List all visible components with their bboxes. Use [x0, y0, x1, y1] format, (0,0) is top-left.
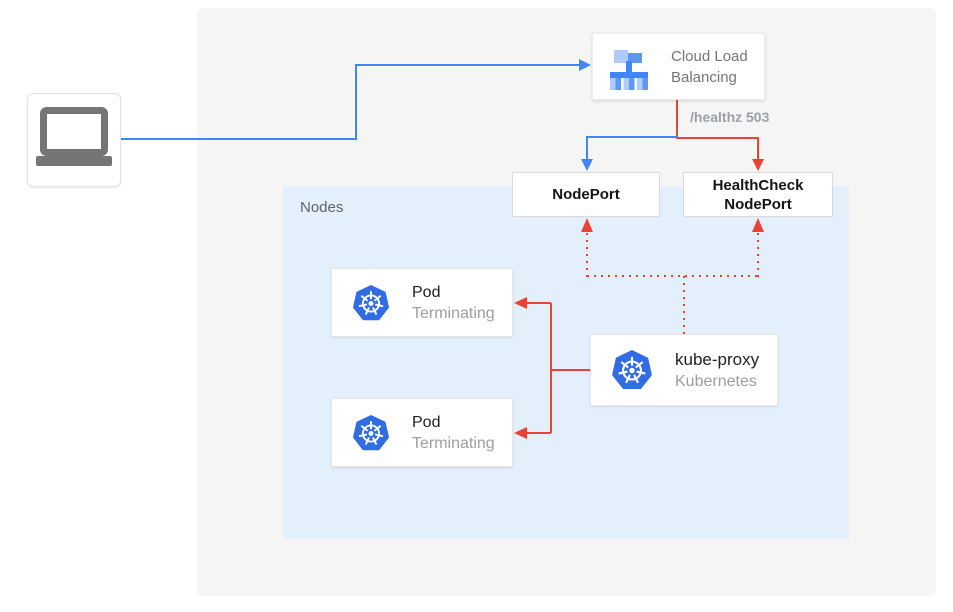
cloud-load-balancing-node: Cloud Load Balancing — [592, 33, 765, 100]
arrowhead-dotted-to-healthcheck-nodeport — [752, 218, 764, 232]
connector-loadbalancer-to-healthcheck-nodeport — [676, 100, 759, 160]
nodeport-node: NodePort — [512, 172, 660, 217]
pod-1-title: Pod — [412, 283, 441, 301]
kubernetes-icon — [352, 284, 390, 320]
pod-node-1: Pod Terminating — [331, 268, 513, 337]
client-node — [27, 93, 121, 187]
arrowhead-to-nodeport — [581, 159, 593, 171]
kubernetes-icon — [612, 350, 652, 390]
pod-2-title: Pod — [412, 413, 441, 431]
nodeport-label: NodePort — [552, 186, 620, 203]
laptop-icon — [36, 107, 112, 166]
arrowhead-to-healthcheck-nodeport — [752, 159, 764, 171]
healthz-status-label: /healthz 503 — [690, 109, 770, 125]
cloud-load-balancing-label: Cloud Load Balancing — [671, 47, 748, 86]
healthcheck-nodeport-node: HealthCheck NodePort — [683, 172, 833, 217]
kube-proxy-node: kube-proxy Kubernetes — [590, 334, 778, 406]
arrowhead-client-to-loadbalancer — [579, 59, 591, 71]
cloud-load-balancing-icon — [610, 49, 648, 90]
kubernetes-icon — [352, 414, 390, 450]
connector-kubeproxy-to-pods — [526, 302, 590, 434]
pod-node-2: Pod Terminating — [331, 398, 513, 467]
kube-proxy-title: kube-proxy — [675, 349, 760, 369]
arrowhead-to-pod-1 — [514, 297, 527, 309]
arrowhead-dotted-to-nodeport — [581, 218, 593, 232]
connector-kubeproxy-to-nodeports-dotted — [586, 231, 759, 334]
pod-1-text: Pod Terminating — [412, 282, 495, 324]
pod-2-text: Pod Terminating — [412, 412, 495, 454]
healthcheck-nodeport-label-line1: HealthCheck — [712, 176, 804, 194]
nodes-panel-label: Nodes — [300, 199, 344, 216]
arrowhead-to-pod-2 — [514, 427, 527, 439]
connector-loadbalancer-to-nodeport — [586, 136, 677, 160]
kube-proxy-text: kube-proxy Kubernetes — [675, 349, 759, 392]
connector-client-to-loadbalancer — [121, 64, 579, 140]
pod-1-status: Terminating — [412, 304, 495, 322]
kube-proxy-subtitle: Kubernetes — [675, 372, 757, 390]
pod-2-status: Terminating — [412, 434, 495, 452]
healthcheck-nodeport-label-line2: NodePort — [724, 195, 792, 213]
